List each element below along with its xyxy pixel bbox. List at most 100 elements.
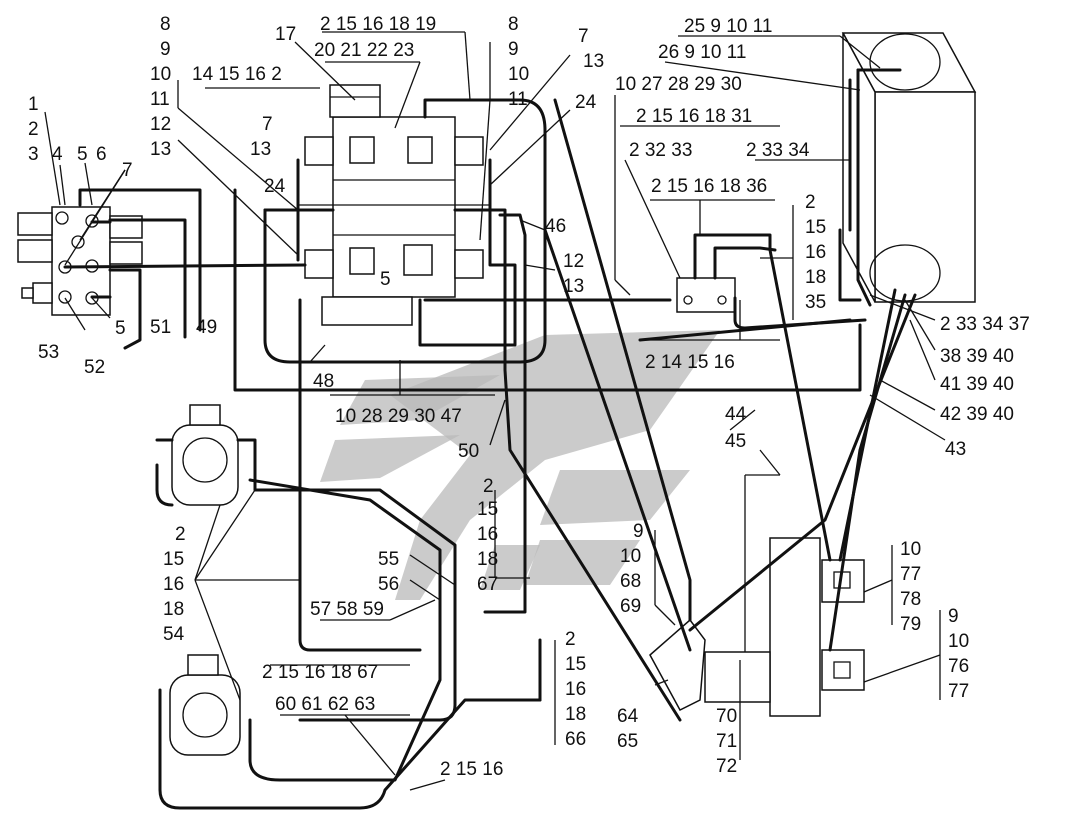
label-9-left: 9: [160, 39, 171, 60]
label-67-col: 67: [477, 574, 498, 595]
label-71: 71: [716, 731, 737, 752]
label-24-left: 24: [264, 176, 286, 197]
label-45: 45: [725, 431, 746, 452]
label-49: 49: [196, 317, 217, 338]
label-2-col67: 2: [483, 476, 494, 497]
label-group-33-34: 2 33 34: [746, 140, 810, 161]
label-52: 52: [84, 357, 105, 378]
label-5-lower: 5: [115, 318, 126, 339]
label-10-col79: 10: [900, 539, 921, 560]
steering-cylinders: [169, 404, 241, 756]
label-15-col35: 15: [805, 217, 826, 238]
label-56: 56: [378, 574, 399, 595]
label-44: 44: [725, 404, 747, 425]
label-5-mid: 5: [380, 269, 391, 290]
label-10-col69: 10: [620, 546, 641, 567]
label-69: 69: [620, 596, 641, 617]
label-15-col54: 15: [163, 549, 184, 570]
label-64: 64: [617, 706, 639, 727]
callout-labels: 1 2 3 4 5 6 7 53 52 5 51 49 8 9 10 11 12…: [28, 14, 1030, 780]
label-10-col77: 10: [948, 631, 969, 652]
label-group-41: 41 39 40: [940, 374, 1014, 395]
label-43: 43: [945, 439, 966, 460]
label-16-col66: 16: [565, 679, 586, 700]
label-18-col35: 18: [805, 267, 826, 288]
filter-unit: [676, 277, 736, 313]
label-group-57: 57 58 59: [310, 599, 384, 620]
label-16-col67: 16: [477, 524, 498, 545]
label-group-32: 2 32 33: [629, 140, 692, 161]
label-16-col35: 16: [805, 242, 826, 263]
label-group-25: 25 9 10 11: [684, 16, 772, 37]
label-79: 79: [900, 614, 921, 635]
label-70: 70: [716, 706, 737, 727]
label-48: 48: [313, 371, 334, 392]
label-group-2-15-16: 2 15 16: [440, 759, 503, 780]
label-15-col66: 15: [565, 654, 586, 675]
label-53: 53: [38, 342, 59, 363]
label-24-right: 24: [575, 92, 597, 113]
label-77-col77: 77: [948, 681, 969, 702]
label-65: 65: [617, 731, 638, 752]
label-group-42: 42 39 40: [940, 404, 1014, 425]
leader-lines: [44, 31, 946, 791]
label-18-col67: 18: [477, 549, 498, 570]
label-group-20: 20 21 22 23: [314, 40, 414, 61]
label-51: 51: [150, 317, 171, 338]
label-46: 46: [545, 216, 566, 237]
label-group-top: 2 15 16 18 19: [320, 14, 436, 35]
label-10-right: 10: [508, 64, 529, 85]
label-group-47: 10 28 29 30 47: [335, 406, 462, 427]
label-17: 17: [275, 24, 296, 45]
label-77-col79: 77: [900, 564, 921, 585]
label-group-60: 60 61 62 63: [275, 694, 375, 715]
hydraulic-lines: [63, 68, 917, 810]
hydraulic-tank: [649, 537, 865, 717]
label-15-col67: 15: [477, 499, 498, 520]
label-76: 76: [948, 656, 969, 677]
label-50: 50: [458, 441, 479, 462]
label-12-mid: 12: [563, 251, 584, 272]
central-pump-assembly: [298, 84, 490, 326]
label-72: 72: [716, 756, 737, 777]
label-group-37: 2 33 34 37: [940, 314, 1030, 335]
label-18-col54: 18: [163, 599, 184, 620]
label-9-col69: 9: [633, 521, 644, 542]
label-2-col54: 2: [175, 524, 186, 545]
control-valve-block: [17, 206, 143, 316]
label-18-col66: 18: [565, 704, 586, 725]
label-16-col54: 16: [163, 574, 184, 595]
label-1: 1: [28, 94, 39, 115]
label-9-right: 9: [508, 39, 519, 60]
label-group-14b: 2 14 15 16: [645, 352, 735, 373]
label-2: 2: [28, 119, 39, 140]
label-group-14: 14 15 16 2: [192, 64, 282, 85]
label-13-left: 13: [150, 139, 171, 160]
label-66: 66: [565, 729, 586, 750]
label-group-27: 10 27 28 29 30: [615, 74, 742, 95]
label-7: 7: [122, 160, 133, 181]
label-54: 54: [163, 624, 185, 645]
label-6: 6: [96, 144, 107, 165]
label-10-left: 10: [150, 64, 171, 85]
label-55: 55: [378, 549, 399, 570]
label-8-left: 8: [160, 14, 171, 35]
label-13-mid: 13: [250, 139, 271, 160]
label-4: 4: [52, 144, 63, 165]
label-7-right: 7: [578, 26, 589, 47]
label-group-38: 38 39 40: [940, 346, 1014, 367]
label-13-midr: 13: [563, 276, 584, 297]
label-78: 78: [900, 589, 921, 610]
label-group-67: 2 15 16 18 67: [262, 662, 378, 683]
label-3: 3: [28, 144, 39, 165]
label-13-right: 13: [583, 51, 604, 72]
label-12-left: 12: [150, 114, 171, 135]
label-2-col35: 2: [805, 192, 816, 213]
label-group-31: 2 15 16 18 31: [636, 106, 752, 127]
label-8-right: 8: [508, 14, 519, 35]
label-5: 5: [77, 144, 88, 165]
label-11-left: 11: [150, 89, 170, 110]
label-7-mid: 7: [262, 114, 273, 135]
label-group-26: 26 9 10 11: [658, 42, 746, 63]
